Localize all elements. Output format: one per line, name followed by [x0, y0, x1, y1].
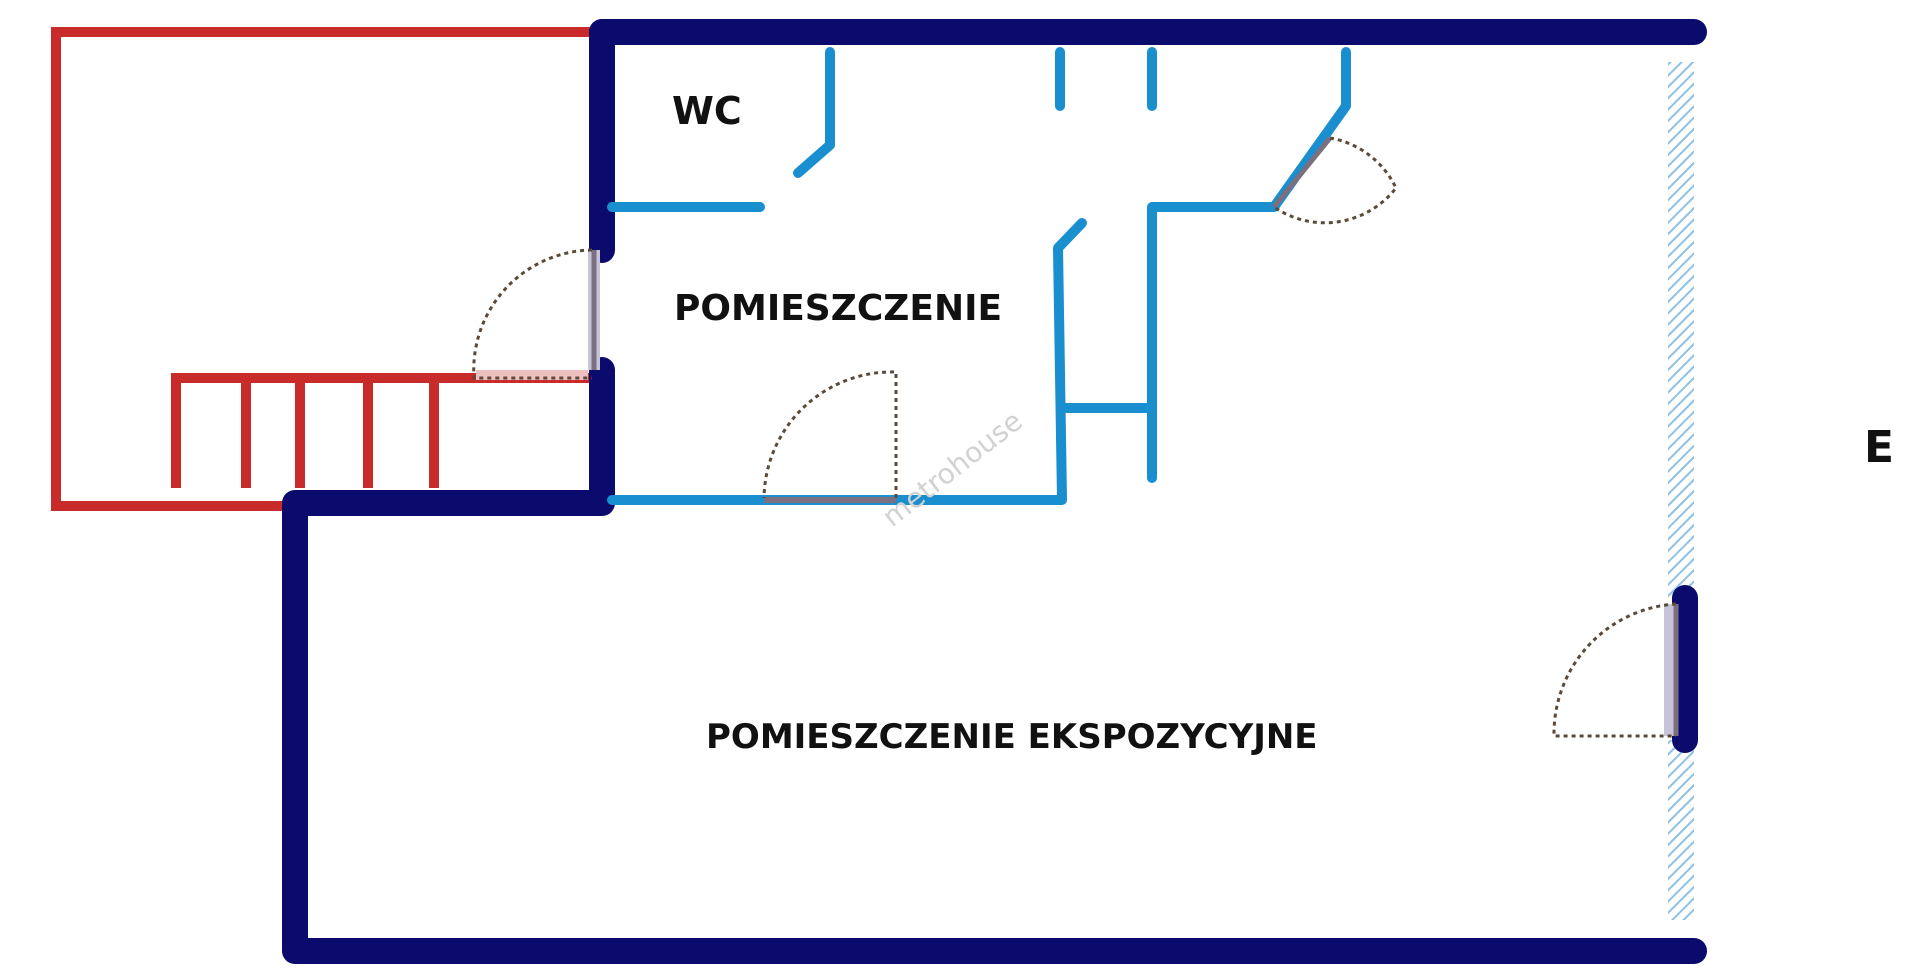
door-swing: [1552, 602, 1677, 738]
terrace-outline: [51, 27, 592, 511]
watermark: metrohouse: [876, 404, 1029, 533]
room-label-wc: WC: [672, 89, 742, 133]
door-leaf: [1272, 136, 1332, 209]
door-pomieszczenie: [762, 370, 898, 503]
door-swing: [1273, 136, 1398, 225]
door-corridor: [1272, 136, 1398, 225]
inner-wall: [1147, 202, 1279, 483]
inner-wall: [793, 47, 835, 178]
window: [1668, 740, 1694, 920]
door-swing: [472, 248, 593, 380]
door-entrance: [1552, 602, 1679, 738]
room-label-ekspozycyjne: POMIESZCZENIE EKSPOZYCYJNE: [706, 717, 1318, 757]
outer-wall-left-lower: [282, 357, 1707, 964]
door-opening: [1664, 604, 1676, 736]
outer-walls: [282, 19, 1707, 964]
inner-wall: [607, 218, 1087, 505]
door-swing: [762, 370, 898, 499]
door-threshold: [476, 370, 588, 380]
window: [1668, 62, 1694, 598]
door-terrace: [472, 248, 600, 380]
room-label-pomieszczenie: POMIESZCZENIE: [674, 288, 1002, 329]
terrace-step-edge: [171, 373, 592, 488]
compass-east-label: E: [1864, 422, 1894, 473]
inner-wall: [1269, 47, 1351, 212]
terrace: [51, 27, 592, 511]
